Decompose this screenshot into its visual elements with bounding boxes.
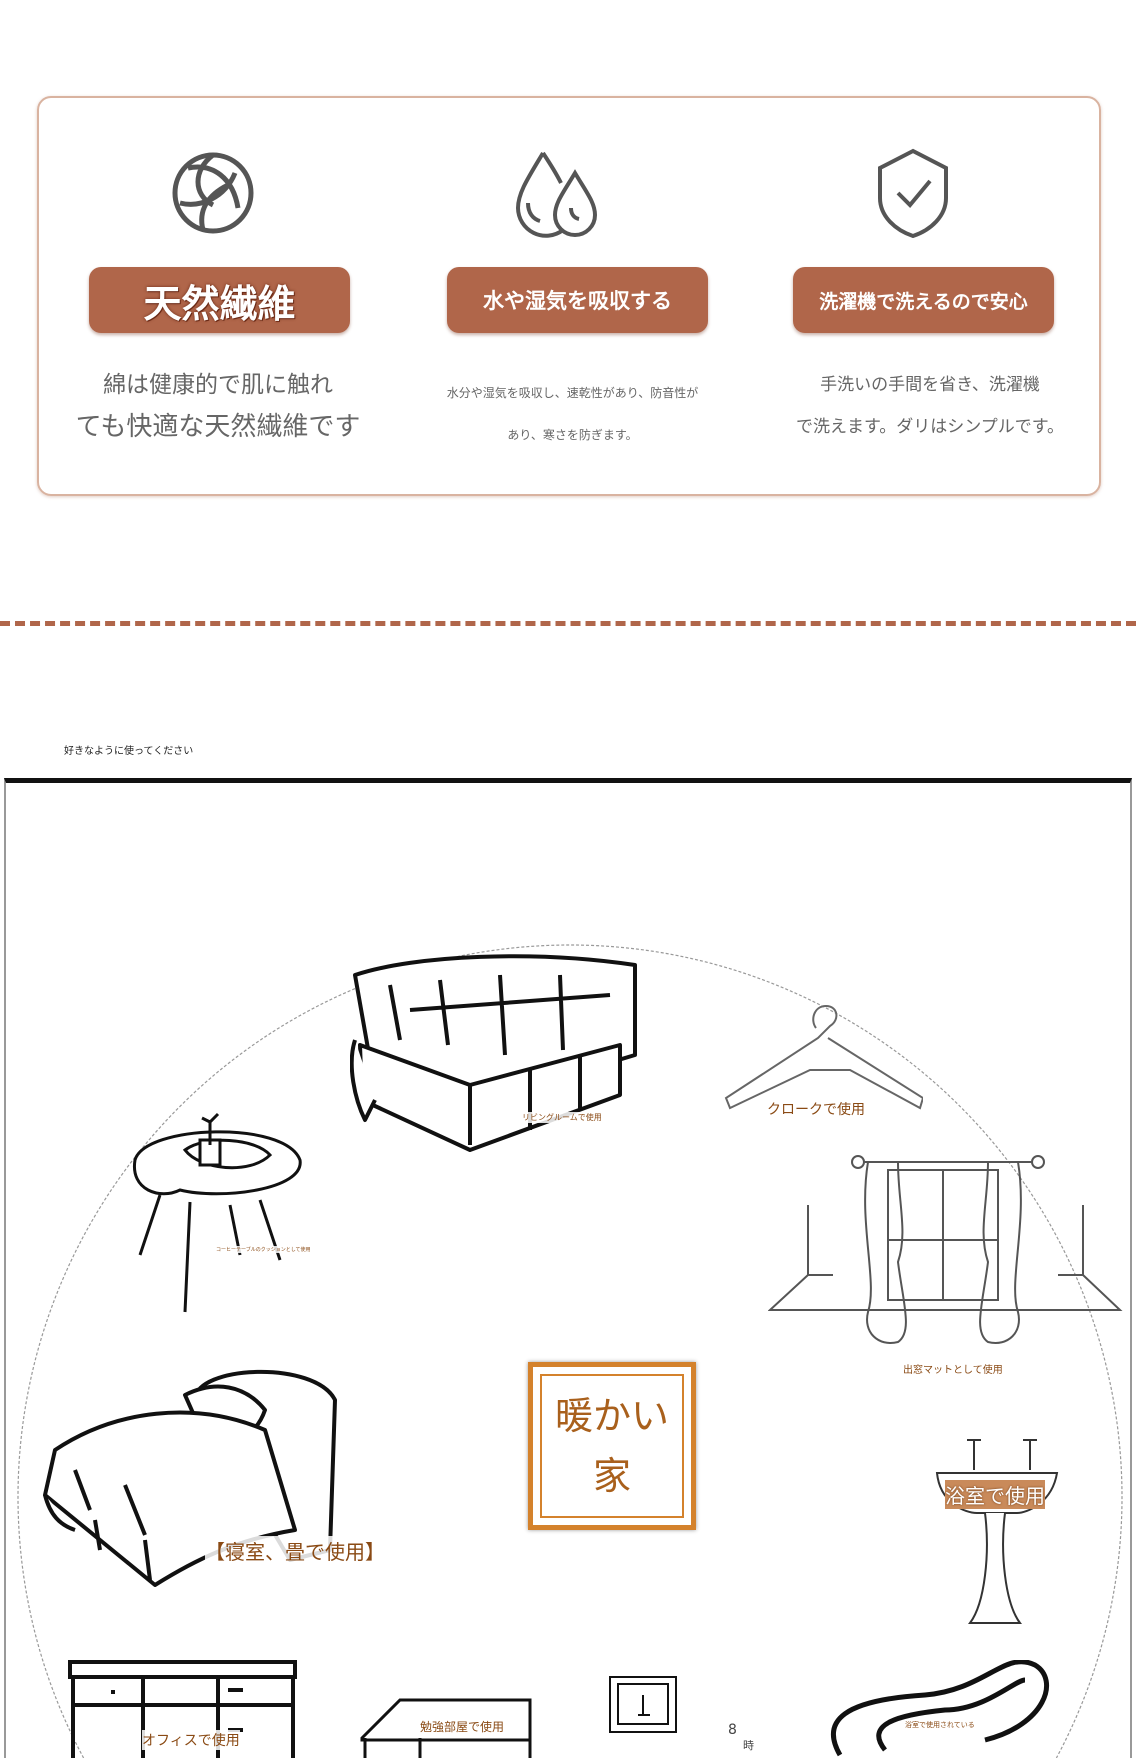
cloak-label: クロークで使用 xyxy=(767,1099,865,1119)
office-label: オフィスで使用 xyxy=(142,1730,240,1750)
bathtub-illustration xyxy=(830,1660,1049,1757)
bathtub-label: 浴室で使用されている xyxy=(905,1720,975,1730)
natural-fiber-badge: 天然繊維 xyxy=(89,267,350,333)
title-line: 家 xyxy=(592,1454,631,1498)
badge-label: 洗濯機で洗えるので安心 xyxy=(819,290,1028,313)
absorb-badge: 水や湿気を吸収する xyxy=(447,267,708,333)
desc-line: 綿は健康的で肌に触れ xyxy=(103,372,333,398)
feature-description: 綿は健康的で肌に触れ ても快適な天然繊維です xyxy=(50,364,386,448)
desc-line: 水分や湿気を吸収し、速乾性があり、防音性が xyxy=(446,386,699,400)
study-label: 勉強部屋で使用 xyxy=(420,1718,505,1735)
badge-label: 天然繊維 xyxy=(143,281,296,326)
bay-window-label: 出窓マットとして使用 xyxy=(903,1361,1003,1376)
machine-wash-badge: 洗濯機で洗えるので安心 xyxy=(793,267,1054,333)
feature-description: 手洗いの手間を省き、洗濯機 で洗えます。ダリはシンプルです。 xyxy=(780,364,1080,448)
water-drops-icon xyxy=(515,151,598,238)
clock-unit: 時 xyxy=(743,1739,754,1752)
usage-intro: 好きなように使ってください xyxy=(64,746,194,757)
shield-check-icon xyxy=(878,148,948,238)
living-room-label: リビングルームで使用 xyxy=(522,1112,602,1123)
coffee-table-illustration xyxy=(133,1112,302,1313)
hanger-illustration xyxy=(724,1004,923,1110)
title-line: 暖かい xyxy=(554,1394,669,1438)
yarn-ball-icon xyxy=(172,152,254,234)
bathroom-label: 浴室で使用 xyxy=(945,1480,1045,1509)
badge-label: 水や湿気を吸収する xyxy=(483,289,672,313)
warm-home-title-box: 暖かい 家 xyxy=(528,1362,696,1530)
desc-line: あり、寒さを防ぎます。 xyxy=(507,428,638,442)
picture-frame-illustration xyxy=(609,1676,677,1733)
bedroom-label: 【寝室、畳で使用】 xyxy=(205,1536,385,1565)
desc-line: で洗えます。ダリはシンプルです。 xyxy=(795,417,1065,437)
sink-illustration xyxy=(935,1439,1059,1624)
dashed-divider xyxy=(0,621,1136,626)
desc-line: 手洗いの手間を省き、洗濯機 xyxy=(820,375,1040,395)
features-panel xyxy=(37,96,1101,496)
sofa-illustration xyxy=(350,954,637,1152)
coffee-table-label: コーヒーテーブルのクッションとして使用 xyxy=(216,1246,311,1253)
desc-line: ても快適な天然繊維です xyxy=(75,412,361,442)
bay-window-illustration xyxy=(768,1155,1123,1344)
usage-frame xyxy=(4,778,1132,1758)
feature-description: 水分や湿気を吸収し、速乾性があり、防音性が あり、寒さを防ぎます。 xyxy=(420,372,725,456)
clock-number: 8 xyxy=(728,1722,737,1738)
warm-home-inner: 暖かい 家 xyxy=(540,1374,684,1518)
